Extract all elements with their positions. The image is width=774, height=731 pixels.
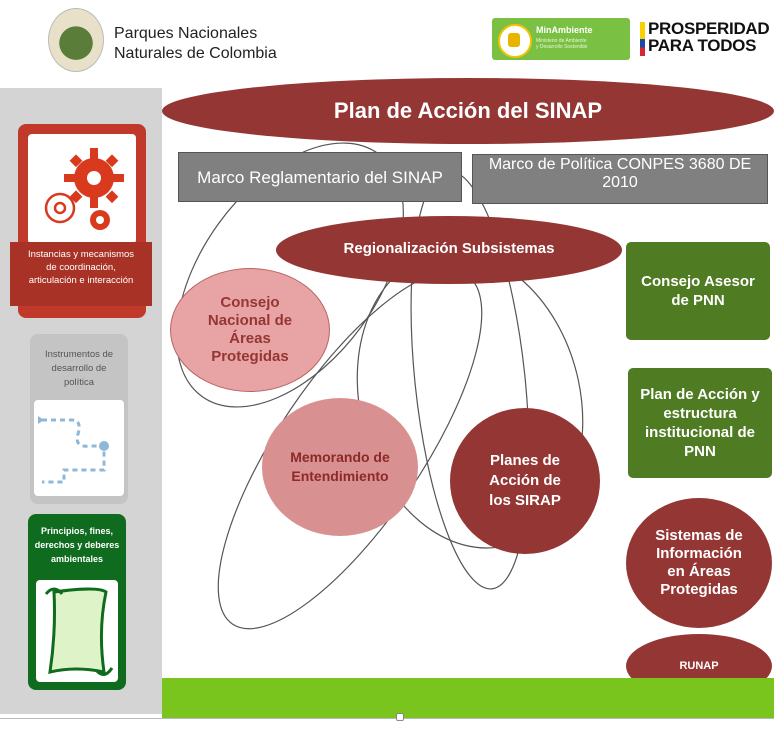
sidebar-card-principios[interactable]: Principios, fines, derechos y deberes am…: [28, 514, 126, 690]
principios-label: Principios, fines, derechos y deberes am…: [34, 526, 120, 564]
scroll-icon-frame: [36, 580, 118, 682]
sistemas-informacion-node: Sistemas de Información en Áreas Protegi…: [626, 498, 772, 628]
path-icon-frame: [34, 400, 124, 496]
plan-accion-sinap-title: Plan de Acción del SINAP: [162, 78, 774, 144]
flag-bar: [640, 22, 645, 56]
consejo-asesor-node: Consejo Asesor de PNN: [626, 242, 770, 340]
resize-handle[interactable]: [396, 713, 404, 721]
slide-divider: [0, 718, 774, 719]
regionalizacion-node: Regionalización Subsistemas: [276, 216, 622, 284]
ministry-name: MinAmbiente: [536, 25, 593, 35]
scroll-icon: [44, 587, 114, 676]
minambiente-logo: MinAmbiente Ministerio de Ambiente y Des…: [492, 18, 630, 60]
instrumentos-label: Instrumentos de desarrollo de política: [44, 349, 114, 388]
ministry-subtitle: Ministerio de Ambiente y Desarrollo Sost…: [536, 38, 588, 50]
memorando-node: Memorando de Entendimiento: [262, 398, 418, 536]
marco-reglamentario-box: Marco Reglamentario del SINAP: [178, 152, 462, 202]
gears-icon-frame: [28, 134, 136, 244]
sidebar-card-instrumentos[interactable]: Instrumentos de desarrollo de política: [30, 334, 128, 504]
plan-estructura-node: Plan de Acción y estructura instituciona…: [628, 368, 772, 478]
planes-sirap-node: Planes de Acción de los SIRAP: [450, 408, 600, 554]
bottom-green-bar: [162, 678, 774, 718]
marco-politica-box: Marco de Política CONPES 3680 DE 2010: [472, 154, 768, 204]
parques-nacionales-logo: [48, 8, 104, 72]
gears-icon: [44, 148, 124, 230]
colombia-crest-icon: [498, 24, 532, 58]
consejo-nacional-node: Consejo Nacional de Áreas Protegidas: [170, 268, 330, 392]
org-name: Parques Nacionales Naturales de Colombia: [114, 25, 277, 62]
slogan-logo: PROSPERIDAD PARA TODOS: [648, 19, 770, 55]
instancias-label: Instancias y mecanismos de coordinación,…: [10, 242, 152, 306]
path-icon: [38, 416, 109, 484]
